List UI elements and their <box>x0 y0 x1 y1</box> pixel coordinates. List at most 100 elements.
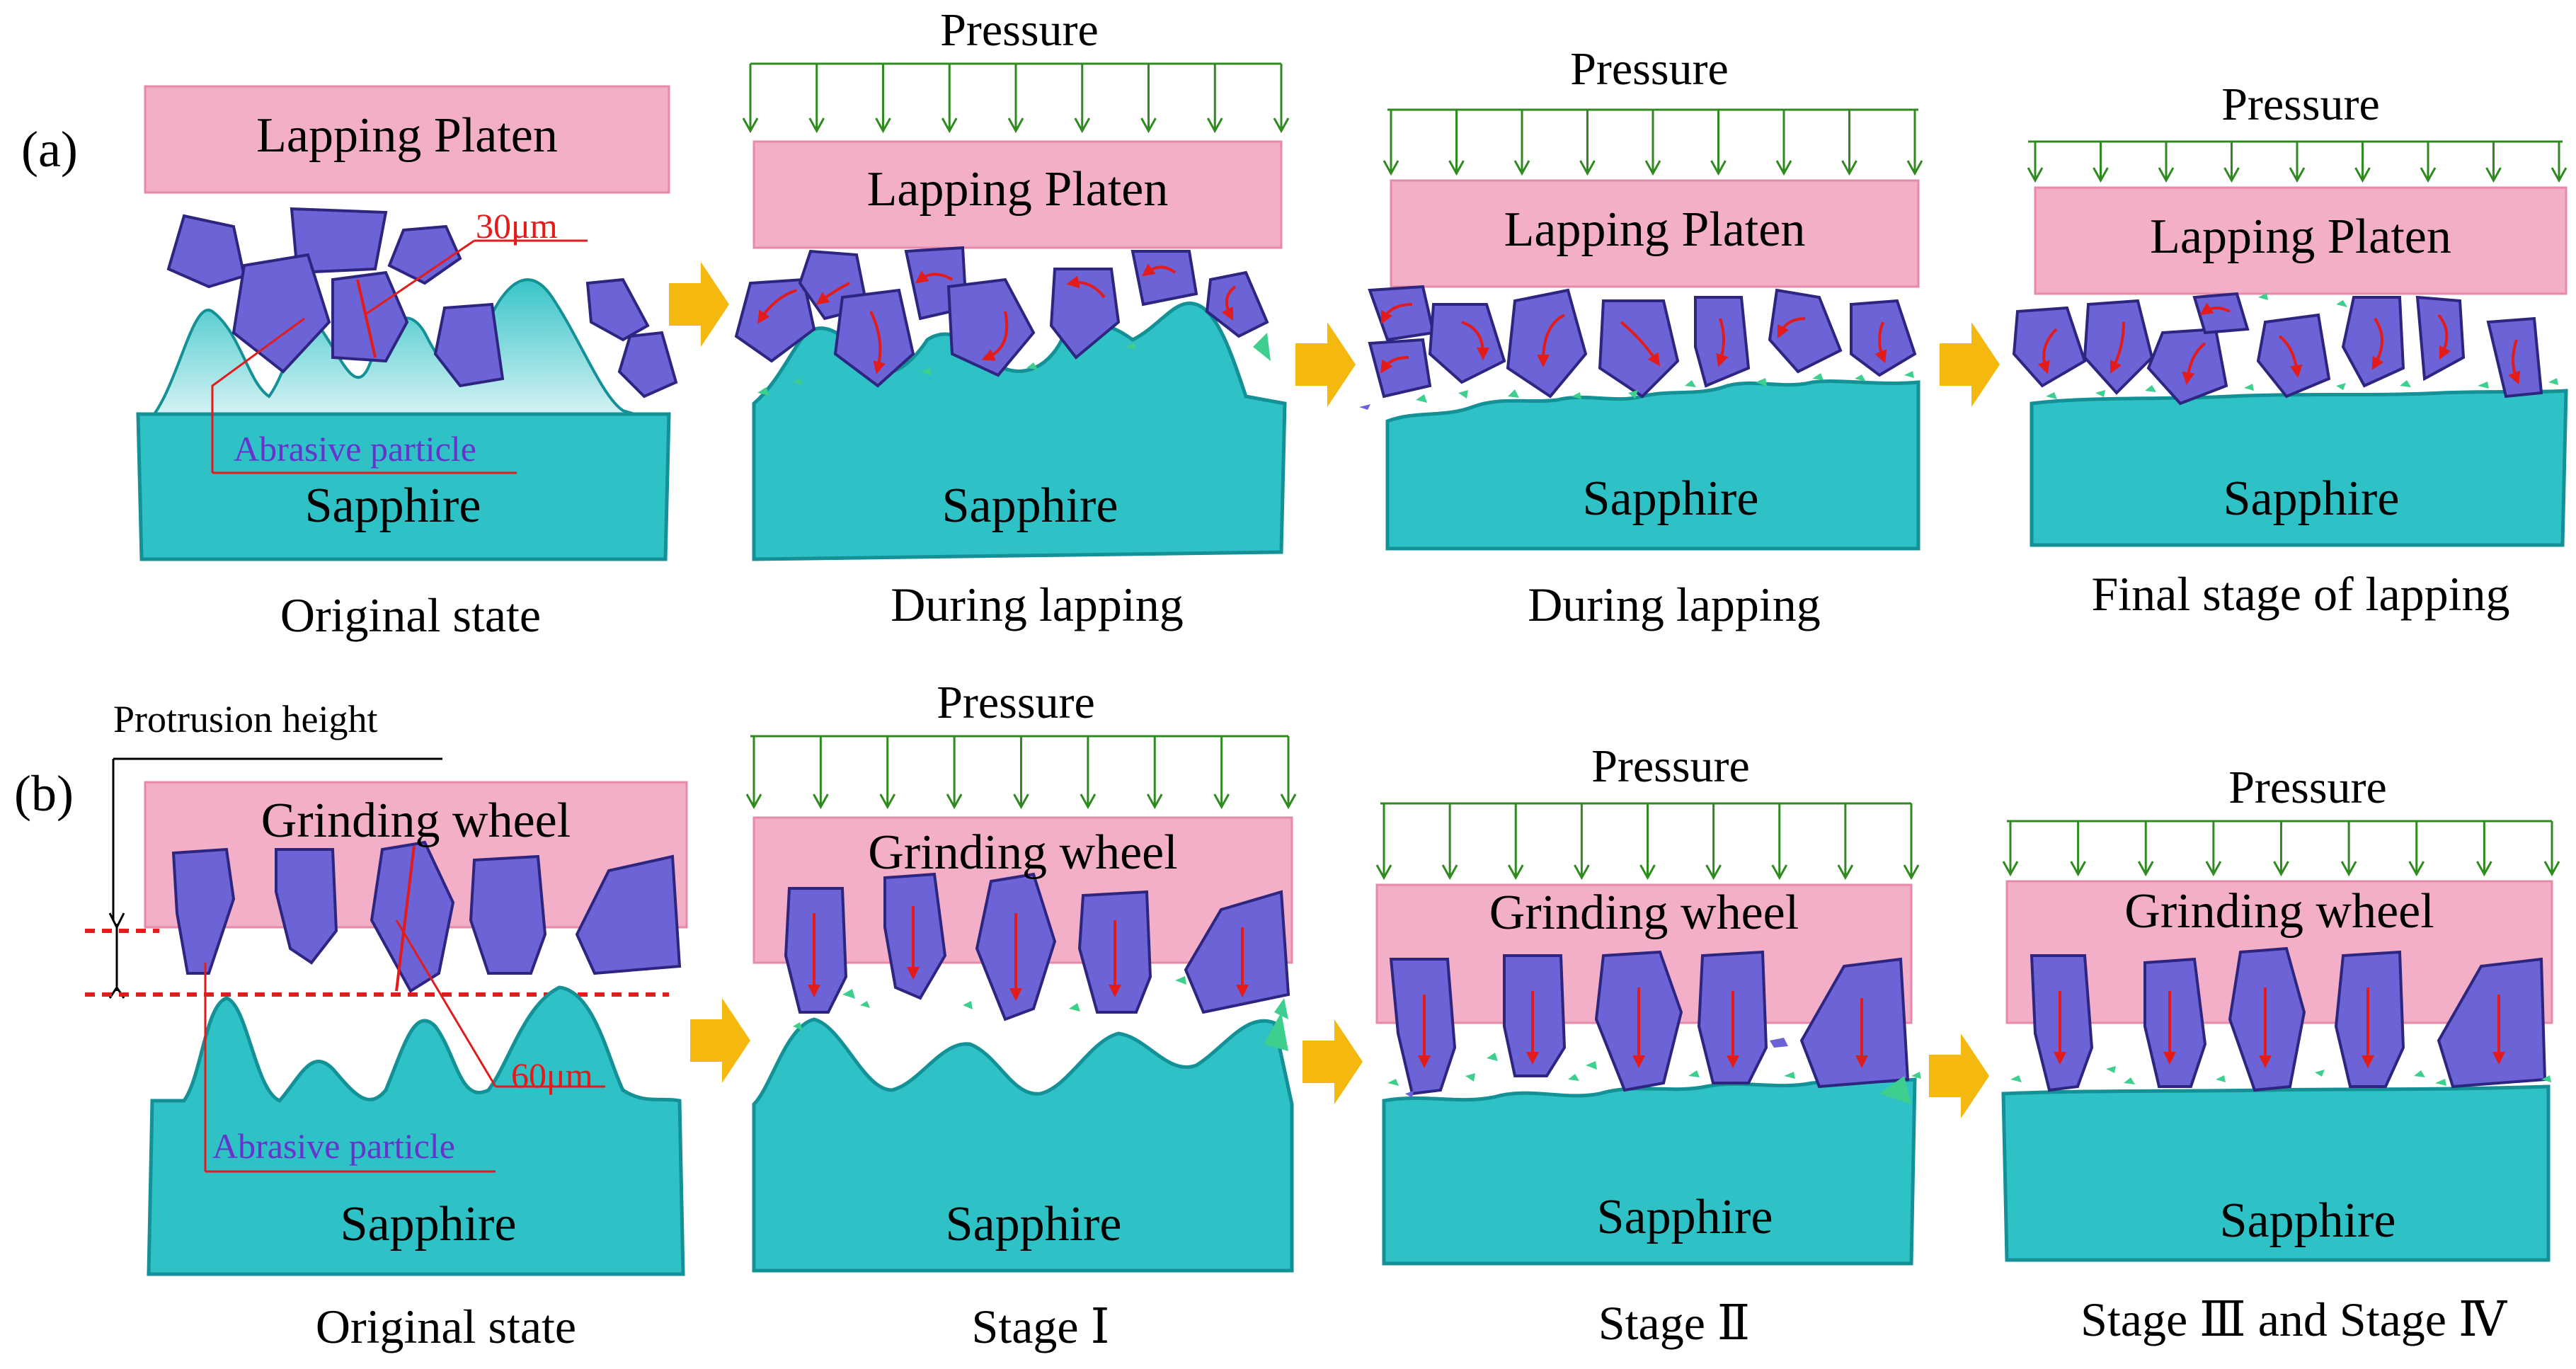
abrasive-particle <box>1503 954 1567 1077</box>
sapphire-block <box>2001 1084 2551 1262</box>
pressure-label: Pressure <box>1591 740 1750 792</box>
size-dimension <box>395 845 416 992</box>
pressure-arrowhead <box>2420 167 2437 183</box>
rotation-arrow <box>1620 321 1660 367</box>
stage-b4 <box>2001 820 2560 1262</box>
pressure-arrows <box>745 736 1297 810</box>
pressure-arrows <box>2002 821 2560 877</box>
abrasive-particle <box>2415 295 2466 382</box>
sapphire-block <box>1385 379 1920 551</box>
pressure-arrowhead <box>813 794 829 810</box>
pressure-arrows <box>1383 110 1923 176</box>
rotation-arrow <box>1066 275 1106 299</box>
abrasive-particle <box>946 277 1036 377</box>
flow-arrow <box>1295 322 1356 407</box>
size-annotation: 30μm <box>476 206 558 246</box>
pressure-arrowhead <box>2027 167 2044 183</box>
sapphire-peaks <box>141 278 670 426</box>
pressure-arrowhead <box>1383 160 1399 176</box>
abrasive-particle <box>1368 285 1436 342</box>
rotation-arrow <box>2508 339 2521 385</box>
size-leader <box>395 920 497 1087</box>
stage-a2 <box>734 62 1290 561</box>
particle-annotation: Abrasive particle <box>234 429 476 469</box>
flow-arrow <box>1929 1033 1989 1118</box>
lapping-platen <box>2034 186 2568 295</box>
sapphire-label: Sapphire <box>941 479 1118 533</box>
sapphire-label: Sapphire <box>2223 471 2400 526</box>
rotation-arrow <box>2037 328 2058 374</box>
debris <box>1253 333 1271 361</box>
pressure-arrowhead <box>1013 794 1029 810</box>
pressure-arrowhead <box>2340 861 2357 877</box>
sapphire-label: Sapphire <box>304 479 481 533</box>
abrasive-particle <box>1130 250 1198 307</box>
flow-arrow <box>1303 1019 1363 1104</box>
abrasive-particle <box>387 224 462 285</box>
stage-caption: Stage Ⅱ <box>1598 1296 1751 1350</box>
pressure-arrowhead <box>2273 861 2289 877</box>
pressure-arrowhead <box>1710 160 1727 176</box>
pressure-arrowhead <box>2408 861 2425 877</box>
pressure-arrowhead <box>1837 864 1854 881</box>
size-leader <box>364 239 475 316</box>
debris <box>1879 1076 1911 1104</box>
sapphire-block <box>147 985 685 1276</box>
pressure-arrows <box>1375 803 1920 881</box>
pressure-arrowhead <box>1080 794 1097 810</box>
rotation-arrow <box>1537 314 1565 367</box>
abrasive-particle <box>1768 288 1843 374</box>
abrasive-particle <box>2437 957 2547 1089</box>
pressure-arrowhead <box>1375 864 1392 881</box>
size-annotation: 60μm <box>511 1055 593 1095</box>
stage-b3 <box>1375 802 1921 1266</box>
wheel-label: Grinding wheel <box>868 825 1178 880</box>
rotation-arrow <box>1141 263 1177 277</box>
pressure-arrowhead <box>2002 861 2019 877</box>
abrasive-particle <box>171 847 236 975</box>
pressure-arrowhead <box>1639 864 1656 881</box>
abrasive-particle <box>734 277 816 363</box>
abrasive-particle <box>1368 338 1432 399</box>
abrasive-particle <box>2192 292 2250 335</box>
sapphire-label: Sapphire <box>1582 471 1759 526</box>
rotation-arrow <box>1777 317 1806 339</box>
pressure-arrowhead <box>2485 167 2502 183</box>
flow-arrow <box>669 262 729 347</box>
debris <box>1264 1012 1288 1051</box>
pressure-arrowhead <box>1507 864 1524 881</box>
platen-label: Lapping Platen <box>866 162 1169 217</box>
particle-annotation: Abrasive particle <box>212 1126 455 1166</box>
pressure-arrowhead <box>2137 861 2154 877</box>
abrasive-particle <box>883 872 947 1000</box>
abrasive-particle <box>1799 957 1910 1089</box>
pressure-label: Pressure <box>940 4 1099 56</box>
rotation-arrow <box>981 311 1009 361</box>
stage-a3 <box>1359 108 1923 551</box>
pressure-arrowhead <box>946 794 963 810</box>
rotation-arrow <box>2437 314 2451 360</box>
sapphire-block <box>752 1017 1294 1273</box>
abrasive-particle <box>2083 299 2154 395</box>
lapping-platen <box>1390 179 1920 288</box>
pressure-arrowhead <box>1007 118 1024 134</box>
abrasive-particle <box>1694 296 1751 388</box>
abrasive-particle <box>370 840 455 993</box>
abrasive-particle <box>1598 299 1680 399</box>
abrasive-particle <box>617 331 678 399</box>
rotation-arrow <box>915 270 954 284</box>
abrasive-particle <box>2228 946 2306 1092</box>
stage-a1 <box>136 85 678 561</box>
pressure-arrowhead <box>1903 864 1920 881</box>
abrasive-particle <box>2143 957 2207 1088</box>
rotation-arrow <box>1380 356 1409 374</box>
abrasive-particle <box>290 207 388 275</box>
pressure-arrowhead <box>1280 794 1297 810</box>
abrasive-particle <box>331 270 409 363</box>
abrasive-particle <box>2334 950 2405 1088</box>
pressure-arrowhead <box>808 118 825 134</box>
abrasive-particle <box>1506 288 1588 399</box>
pressure-arrows <box>2027 142 2568 183</box>
abrasive-particle <box>469 854 547 975</box>
